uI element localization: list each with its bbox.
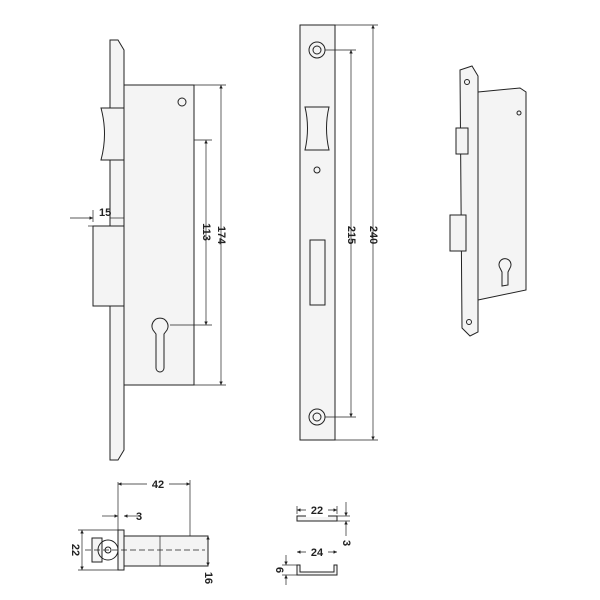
front-view: 15 113 174	[70, 39, 227, 461]
dim-flat-thickness: 3	[340, 540, 352, 546]
lock-body	[123, 84, 195, 386]
latch-3d	[455, 127, 469, 155]
dim-channel-depth: 6	[273, 567, 285, 573]
deadbolt	[92, 225, 125, 307]
faceplate-view: 215 240	[299, 24, 379, 441]
latch-opening	[304, 106, 330, 151]
dim-backset: 42	[152, 479, 164, 491]
dim-plate-width: 22	[69, 544, 81, 556]
cylinder-keyhole-icon	[151, 317, 169, 373]
top-view: 42 3 22 16	[69, 476, 214, 584]
body-section	[123, 535, 209, 567]
screw-hole-icon	[177, 97, 187, 107]
deadbolt-3d	[449, 214, 467, 252]
dim-plate-length: 240	[367, 226, 379, 244]
dim-center-distance: 113	[200, 223, 212, 241]
keyhole-3d-icon	[498, 258, 512, 287]
channel-strike	[296, 564, 338, 576]
dim-channel-width: 24	[311, 547, 324, 559]
strike-profiles: 22 3 24 6	[273, 502, 352, 585]
dim-flat-width: 22	[311, 505, 323, 517]
latch	[100, 107, 125, 161]
dim-body-height: 174	[215, 226, 227, 245]
perspective-view	[449, 65, 527, 337]
faceplate	[299, 24, 336, 441]
faceplate-3d	[459, 65, 479, 337]
dim-latch-offset: 15	[99, 207, 111, 219]
dim-hole-spacing: 215	[345, 226, 357, 244]
dim-plate-thickness: 3	[136, 511, 142, 523]
deadbolt-opening	[309, 239, 326, 306]
body-3d	[477, 87, 527, 301]
dim-body-thickness: 16	[202, 572, 214, 584]
small-hole-icon	[313, 166, 321, 174]
